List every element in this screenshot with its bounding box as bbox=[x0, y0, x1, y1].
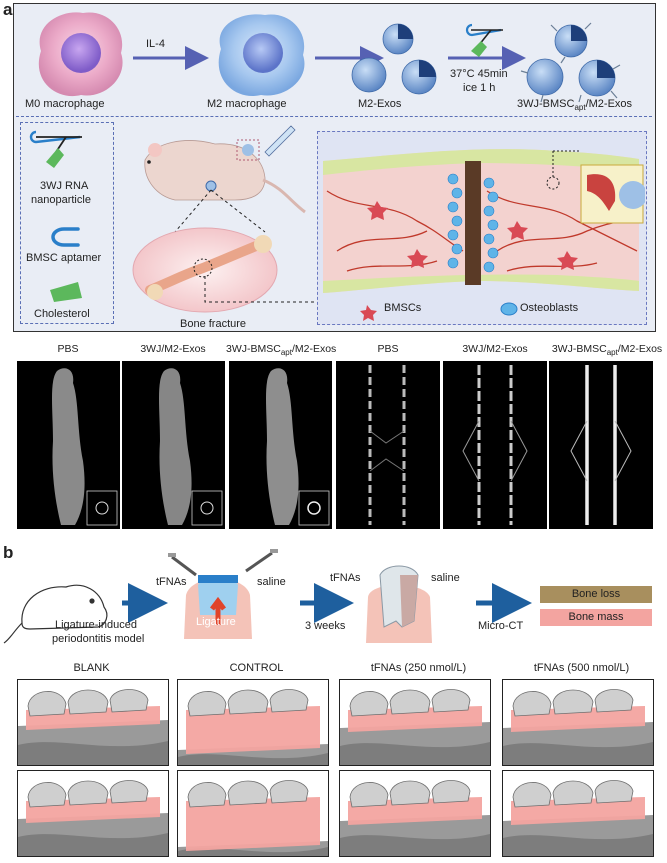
fracture-gap bbox=[465, 161, 481, 285]
ligature-label: Ligature bbox=[196, 616, 236, 628]
exos-label: M2-Exos bbox=[358, 98, 402, 110]
saline-label: saline bbox=[257, 576, 286, 588]
microct-panel bbox=[177, 679, 329, 766]
panel-b-letter: b bbox=[3, 543, 14, 562]
ligature-tooth-illustration bbox=[184, 575, 252, 639]
legend-bone-loss: Bone loss bbox=[540, 586, 652, 603]
condition-ice: ice 1 h bbox=[463, 82, 496, 94]
ct-title-2: 3WJ/M2-Exos bbox=[140, 343, 206, 355]
syringe-right-icon bbox=[245, 549, 278, 573]
legend-aptamer: BMSC aptamer bbox=[26, 252, 102, 264]
ct-title-3: 3WJ-BMSCapt/M2-Exos bbox=[226, 343, 337, 358]
mouse-fracture-illustration bbox=[132, 125, 315, 313]
syringe-icon bbox=[264, 125, 296, 157]
legend-box bbox=[20, 122, 114, 324]
model-label-line1: Ligature-induced bbox=[55, 619, 137, 631]
microct-panel bbox=[17, 770, 169, 857]
osteoblasts-label: Osteoblasts bbox=[520, 302, 579, 314]
m0-nucleus bbox=[61, 33, 101, 73]
tfnas-label-2: tFNAs bbox=[330, 572, 361, 584]
microct-panel bbox=[177, 770, 329, 857]
product-exosomes bbox=[520, 22, 621, 103]
pathway-diagram bbox=[38, 12, 621, 103]
osteoblasts-legend-icon bbox=[500, 302, 518, 316]
weeks-label: 3 weeks bbox=[305, 620, 346, 632]
legend-bone-mass: Bone mass bbox=[540, 609, 652, 626]
group-title-blank: BLANK bbox=[73, 662, 110, 674]
panel-a-letter: a bbox=[3, 0, 13, 19]
legend-rna-line2: nanoparticle bbox=[31, 194, 91, 206]
legend-rna-line1: 3WJ RNA bbox=[40, 180, 89, 192]
bmscs-label: BMSCs bbox=[384, 302, 422, 314]
product-label: 3WJ-BMSCapt/M2-Exos bbox=[517, 98, 633, 113]
bmsc-aptamer-icon bbox=[51, 227, 80, 247]
panel-a-divider bbox=[16, 116, 652, 117]
bone-fracture-label: Bone fracture bbox=[180, 318, 247, 330]
ct-image-pbs-section bbox=[336, 361, 440, 529]
mouse-body bbox=[144, 140, 266, 201]
bmscs-legend-icon bbox=[360, 305, 377, 321]
model-label-line2: periodontitis model bbox=[52, 633, 145, 645]
m0-label: M0 macrophage bbox=[25, 98, 105, 110]
cholesterol-icon bbox=[50, 282, 82, 302]
microct-panel bbox=[17, 679, 169, 766]
ct-image-3wj-section bbox=[443, 361, 547, 529]
treated-tooth-illustration bbox=[366, 565, 432, 643]
rat-icon bbox=[3, 584, 108, 644]
microct-panel bbox=[339, 679, 491, 766]
ct-image-apt-section bbox=[549, 361, 653, 529]
3wj-rna-legend-icon bbox=[29, 130, 82, 168]
ct-image-pbs-3d bbox=[17, 361, 120, 529]
group-title-tfnas-250: tFNAs (250 nmol/L) bbox=[370, 662, 467, 674]
tissue-illustration bbox=[323, 149, 645, 321]
m2-label: M2 macrophage bbox=[207, 98, 287, 110]
tfnas-label: tFNAs bbox=[156, 576, 187, 588]
microct-panel bbox=[339, 770, 491, 857]
condition-temp: 37°C 45min bbox=[450, 68, 508, 80]
3wj-rna-icon bbox=[465, 23, 503, 57]
legend-icons bbox=[29, 130, 82, 302]
ct-image-3wj-3d bbox=[122, 361, 225, 529]
microct-panel bbox=[502, 770, 654, 857]
group-title-control: CONTROL bbox=[229, 662, 284, 674]
femur-bone bbox=[145, 239, 266, 295]
ct-title-6: 3WJ-BMSCapt/M2-Exos bbox=[551, 343, 663, 358]
ct-image-apt-3d bbox=[229, 361, 332, 529]
il4-label: IL-4 bbox=[146, 38, 165, 50]
ct-title-1: PBS bbox=[57, 343, 79, 355]
saline-label-2: saline bbox=[431, 572, 460, 584]
ct-title-5: 3WJ/M2-Exos bbox=[462, 343, 528, 355]
syringe-left-icon bbox=[168, 553, 197, 577]
microct-label: Micro-CT bbox=[478, 620, 524, 632]
periodontitis-workflow bbox=[3, 549, 532, 644]
group-title-tfnas-500: tFNAs (500 nmol/L) bbox=[533, 662, 630, 674]
m2-nucleus bbox=[243, 33, 283, 73]
ct-title-4: PBS bbox=[377, 343, 399, 355]
legend-cholesterol: Cholesterol bbox=[34, 308, 90, 320]
microct-panel bbox=[502, 679, 654, 766]
